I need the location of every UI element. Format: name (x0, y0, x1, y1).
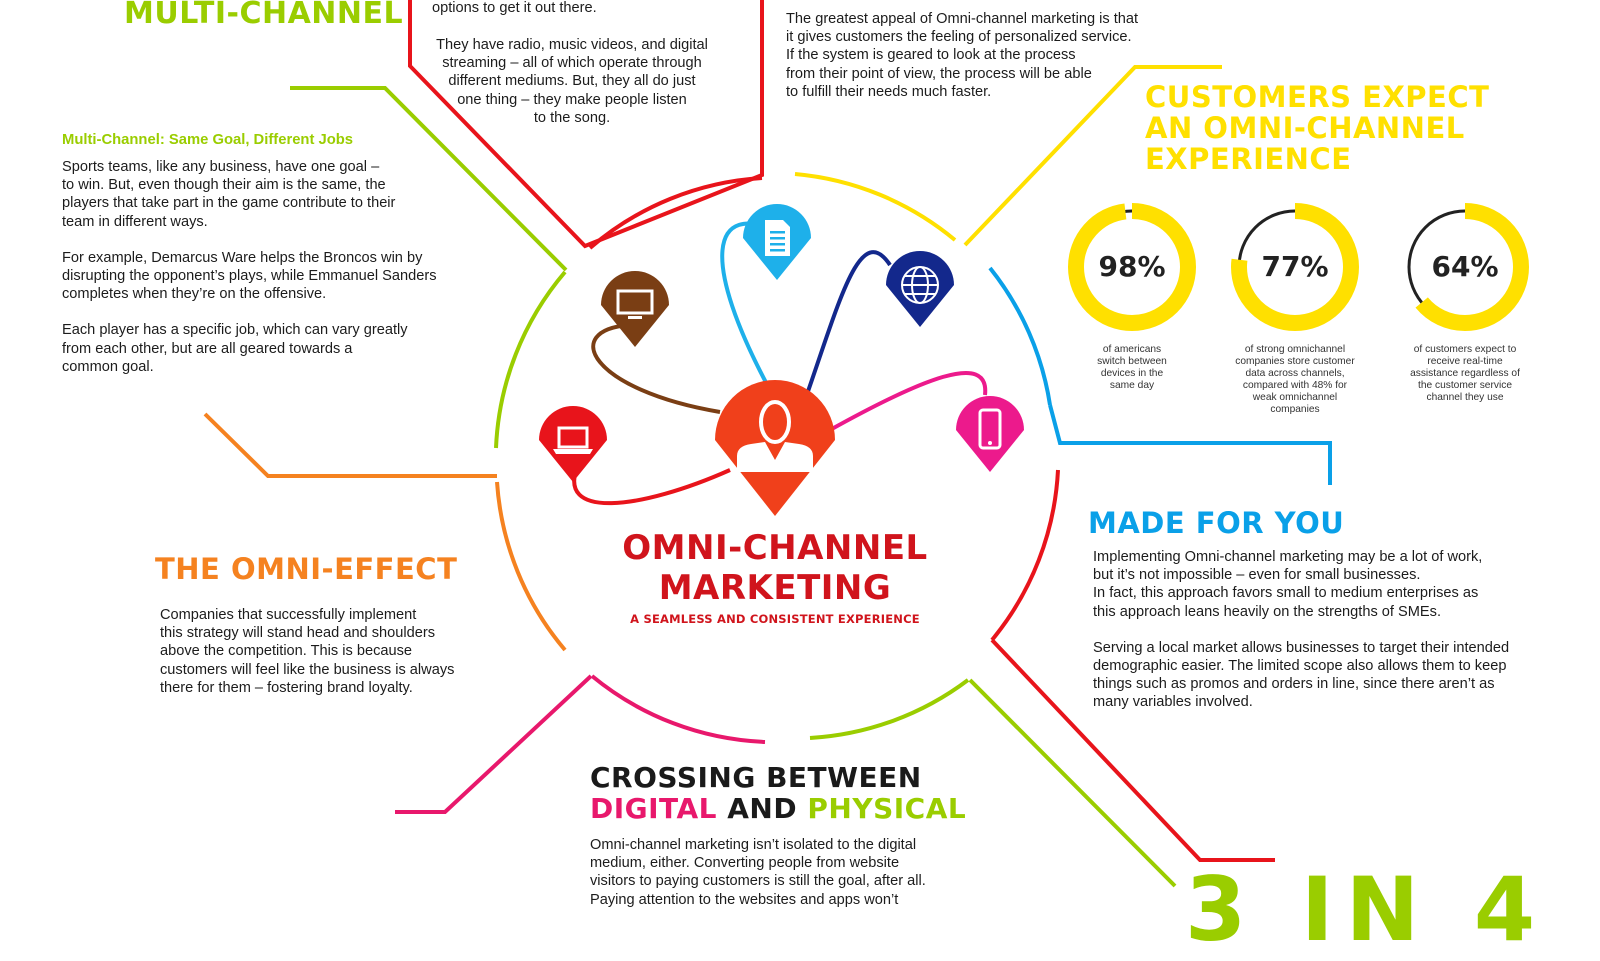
link-phone (829, 370, 988, 432)
ring-segment-orange (495, 481, 567, 652)
made-for-you-paragraph: Serving a local market allows businesses… (1093, 639, 1510, 711)
stat-caption: of americans switch between devices in t… (1097, 344, 1167, 391)
multichannel-paragraph: For example, Demarcus Ware helps the Bro… (62, 249, 437, 303)
tv-pin (601, 271, 669, 347)
ring-segment-red-right (990, 469, 1060, 642)
tv-icon (616, 289, 654, 319)
expect-heading: CUSTOMERS EXPECT AN OMNI-CHANNEL EXPERIE… (1145, 82, 1489, 175)
globe-icon (901, 266, 939, 304)
document-pin (743, 204, 811, 280)
link-laptop (572, 464, 731, 506)
connector-orange (203, 412, 497, 478)
connector-pink (395, 674, 593, 814)
center-title: OMNI-CHANNEL MARKETING (600, 528, 950, 608)
stat-value: 98% (1098, 250, 1166, 283)
multichannel-text: Sports teams, like any business, have on… (62, 158, 502, 376)
stat-donut-fill (1401, 203, 1529, 331)
crossing-word-digital: DIGITAL (590, 792, 717, 825)
made-for-you-heading: MADE FOR YOU (1088, 506, 1345, 540)
center-title-line: MARKETING (658, 568, 892, 608)
smartphone-icon (978, 408, 1002, 450)
made-for-you-text: Implementing Omni-channel marketing may … (1093, 548, 1583, 712)
person-pin (715, 380, 835, 516)
person-icon (737, 400, 813, 472)
appeal-paragraph: The greatest appeal of Omni-channel mark… (786, 11, 1139, 100)
stat-donut-fill (1068, 203, 1196, 331)
connector-red-bottom (990, 638, 1275, 862)
stat-caption: of strong omnichannel companies store cu… (1235, 344, 1355, 415)
crossing-word-and: AND (727, 792, 798, 825)
crossing-word-physical: PHYSICAL (807, 792, 967, 825)
stat-donut-fill (1231, 203, 1359, 331)
globe-pin (886, 251, 954, 327)
connector-lime (290, 86, 568, 272)
ring-segment-lime (494, 270, 567, 449)
crossing-heading-line: CROSSING BETWEEN (590, 761, 922, 794)
connector-red-top (408, 0, 764, 249)
multichannel-subheading: Multi-Channel: Same Goal, Different Jobs (62, 132, 354, 148)
connector-lime-bottom (968, 678, 1177, 888)
crossing-heading-line2: DIGITAL AND PHYSICAL (590, 793, 966, 824)
corner-stat-text: 3 IN 4 (1185, 858, 1548, 961)
stat-value: 64% (1431, 250, 1499, 283)
phone-pin (956, 396, 1024, 472)
center-subtitle: A SEAMLESS AND CONSISTENT EXPERIENCE (630, 612, 920, 626)
crossing-heading: CROSSING BETWEEN DIGITAL AND PHYSICAL (590, 762, 966, 824)
song-line: options to get it out there. (432, 0, 597, 16)
omni-effect-paragraph: Companies that successfully implement th… (160, 607, 455, 696)
ring-segment-red (588, 176, 763, 250)
multichannel-heading: MULTI-CHANNEL (124, 0, 404, 31)
ring-segment-blue (988, 266, 1052, 406)
stat-value: 77% (1261, 250, 1329, 283)
link-tv (591, 323, 721, 414)
expect-heading-line: AN OMNI-CHANNEL (1145, 111, 1465, 145)
laptop-icon (553, 426, 593, 454)
ring-segment-pink-bottom (590, 674, 766, 744)
crossing-paragraph: Omni-channel marketing isn’t isolated to… (590, 837, 926, 908)
laptop-pin (539, 406, 607, 482)
multichannel-paragraph: Sports teams, like any business, have on… (62, 159, 396, 230)
song-paragraph: They have radio, music videos, and digit… (436, 37, 708, 126)
center-title-line: OMNI-CHANNEL (622, 528, 928, 568)
ring-segment-yellow (794, 172, 957, 242)
expect-heading-line: EXPERIENCE (1145, 142, 1352, 176)
ring-segment-lime-bottom (809, 678, 970, 740)
link-globe (803, 250, 892, 401)
made-for-you-paragraph: Implementing Omni-channel marketing may … (1093, 549, 1483, 620)
expect-heading-line: CUSTOMERS EXPECT (1145, 80, 1490, 114)
multichannel-paragraph: Each player has a specific job, which ca… (62, 322, 408, 375)
stat-caption: of customers expect to receive real-time… (1410, 344, 1520, 403)
connector-yellow (963, 65, 1222, 247)
document-icon (765, 220, 790, 256)
connector-blue (1048, 404, 1332, 485)
omni-effect-heading: THE OMNI-EFFECT (155, 552, 458, 586)
